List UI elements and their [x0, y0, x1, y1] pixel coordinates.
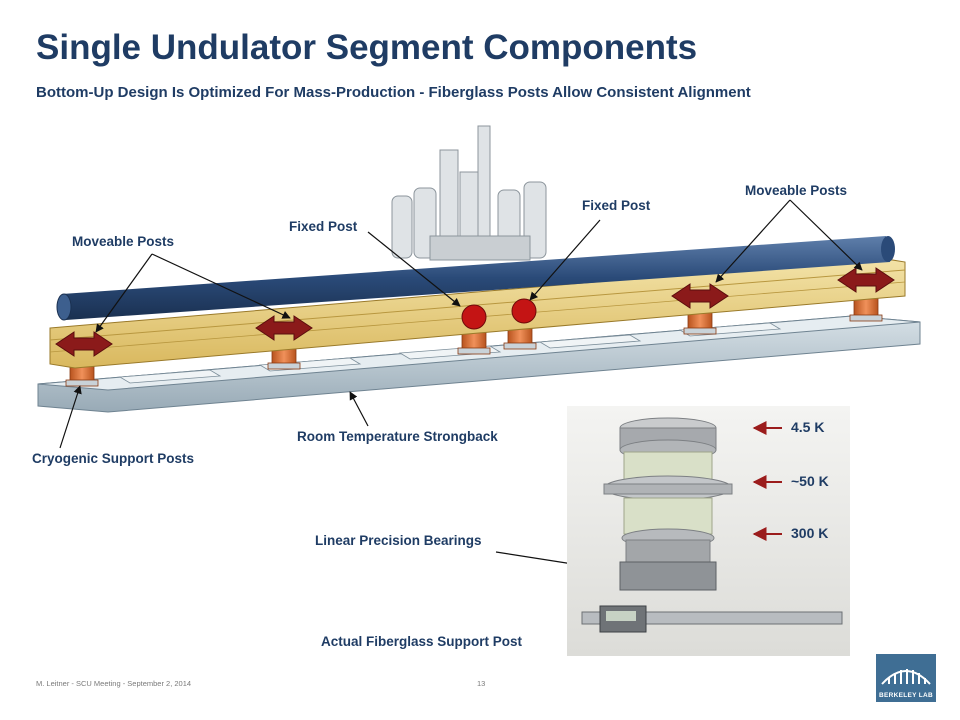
double-arrow-icon: [55, 331, 113, 357]
label-linear-precision-bearings: Linear Precision Bearings: [315, 533, 482, 548]
fixed-post-markers: [461, 298, 537, 330]
berkeley-lab-logo: BERKELEY LAB: [876, 654, 936, 702]
temperature-label-bottom: 300 K: [791, 525, 829, 541]
cryocooler-turret: [391, 125, 547, 261]
double-arrow-icon: [255, 315, 313, 341]
label-fixed-post-right: Fixed Post: [582, 198, 651, 213]
callout-line: [349, 391, 369, 427]
photo-caliper: [581, 605, 843, 633]
berkeley-lab-logo-icon: [881, 669, 931, 685]
label-room-temperature-strongback: Room Temperature Strongback: [297, 429, 498, 444]
temperature-label-top: 4.5 K: [791, 419, 825, 435]
logo-text: BERKELEY LAB: [878, 692, 934, 699]
callout-line: [367, 231, 461, 307]
double-arrow-icon: [837, 267, 895, 293]
label-cryogenic-support-posts: Cryogenic Support Posts: [32, 451, 195, 466]
callout-line: [95, 253, 153, 333]
label-fixed-post-left: Fixed Post: [289, 219, 358, 234]
photo-linear-bearing: [619, 561, 717, 591]
page-subtitle: Bottom-Up Design Is Optimized For Mass-P…: [36, 84, 751, 101]
double-arrow-icon: [671, 283, 729, 309]
callout-line: [529, 219, 601, 301]
fiberglass-post-photo: [567, 406, 850, 656]
photo-fiberglass-lower: [623, 497, 713, 535]
temperature-label-middle: ~50 K: [791, 473, 829, 489]
callout-line: [715, 199, 791, 283]
label-moveable-posts-right: Moveable Posts: [745, 183, 848, 198]
beam-pipe: [56, 236, 895, 321]
photo-post-base: [621, 528, 715, 563]
callout-line: [59, 385, 82, 449]
label-moveable-posts-left: Moveable Posts: [72, 234, 175, 249]
label-actual-fiberglass-support-post: Actual Fiberglass Support Post: [321, 634, 523, 649]
callout-line: [789, 199, 863, 271]
callout-line: [151, 253, 291, 319]
moveable-post-arrows: [55, 267, 895, 357]
photo-post-mid-flange: [603, 475, 733, 501]
page-number: 13: [477, 679, 486, 688]
footer-text: M. Leitner - SCU Meeting - September 2, …: [36, 679, 192, 688]
fixed-post-marker: [461, 304, 487, 330]
fixed-post-marker: [511, 298, 537, 324]
page-title: Single Undulator Segment Components: [36, 28, 698, 67]
